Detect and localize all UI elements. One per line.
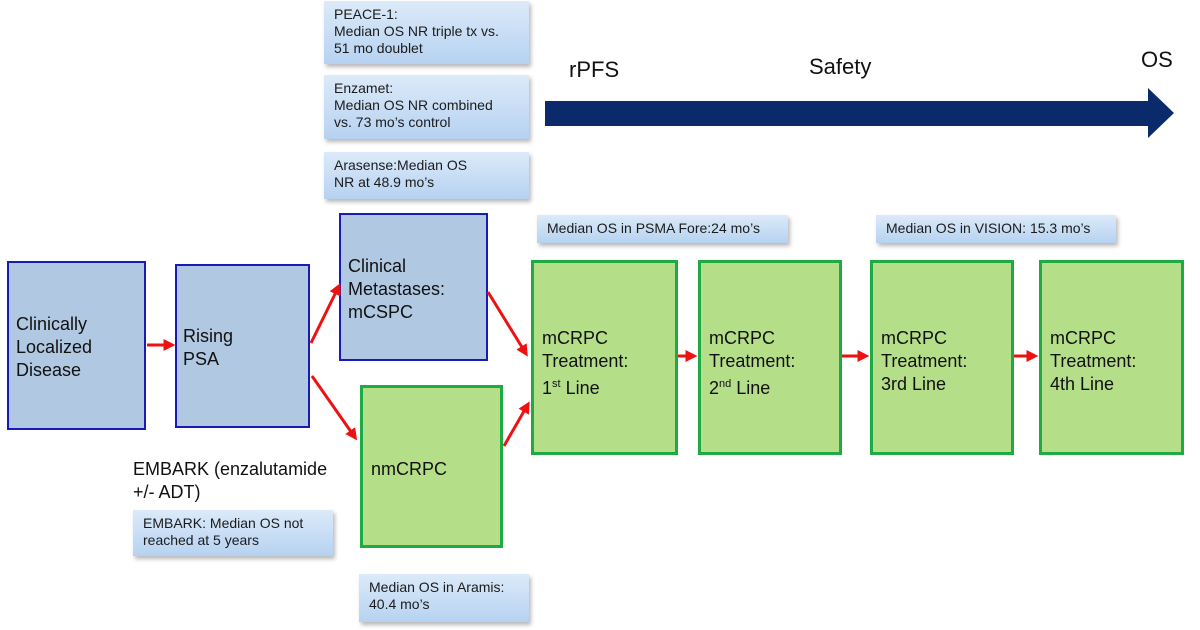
stage-label: mCRPC Treatment: 1st Line (542, 328, 629, 398)
stage-mcrpc-line1: mCRPC Treatment: 1st Line (531, 260, 678, 455)
aramis-note: Median OS in Aramis: 40.4 mo’s (359, 574, 529, 622)
stage-label: mCRPC Treatment: 2nd Line (709, 328, 796, 398)
stage-mcrpc-line3: mCRPC Treatment: 3rd Line (870, 260, 1014, 455)
stage-clinically-localized: Clinically Localized Disease (7, 261, 146, 430)
vision-note: Median OS in VISION: 15.3 mo’s (876, 215, 1116, 243)
stage-clinical-metastases: Clinical Metastases: mCSPC (339, 213, 488, 361)
stage-label: mCRPC Treatment: 3rd Line (881, 328, 968, 394)
stage-label: mCRPC Treatment: 4th Line (1050, 328, 1137, 394)
os-label: OS (1141, 47, 1173, 72)
stage-mcrpc-line2: mCRPC Treatment: 2nd Line (698, 260, 842, 455)
stage-mcrpc-line4: mCRPC Treatment: 4th Line (1039, 260, 1184, 455)
arasense-note: Arasense:Median OS NR at 48.9 mo’s (324, 152, 529, 199)
timeline-arrow-shape (545, 88, 1174, 138)
embark-note: EMBARK: Median OS not reached at 5 years (133, 510, 333, 556)
stage-label: Clinical Metastases: mCSPC (348, 256, 446, 322)
stage-label: nmCRPC (371, 459, 448, 479)
stage-nmcrpc: nmCRPC (360, 385, 503, 548)
safety-label: Safety (809, 54, 872, 79)
embark-title: EMBARK (enzalutamide +/- ADT) (133, 459, 328, 502)
enzamet-note: Enzamet: Median OS NR combined vs. 73 mo… (324, 75, 529, 139)
psma-fore-note: Median OS in PSMA Fore:24 mo’s (537, 215, 788, 243)
stage-label: Clinically Localized Disease (16, 314, 93, 380)
peace1-note: PEACE-1: Median OS NR triple tx vs. 51 m… (324, 1, 529, 64)
rpfs-label: rPFS (569, 57, 620, 82)
stage-label: Rising PSA (183, 326, 234, 369)
stage-rising-psa: Rising PSA (175, 264, 310, 428)
